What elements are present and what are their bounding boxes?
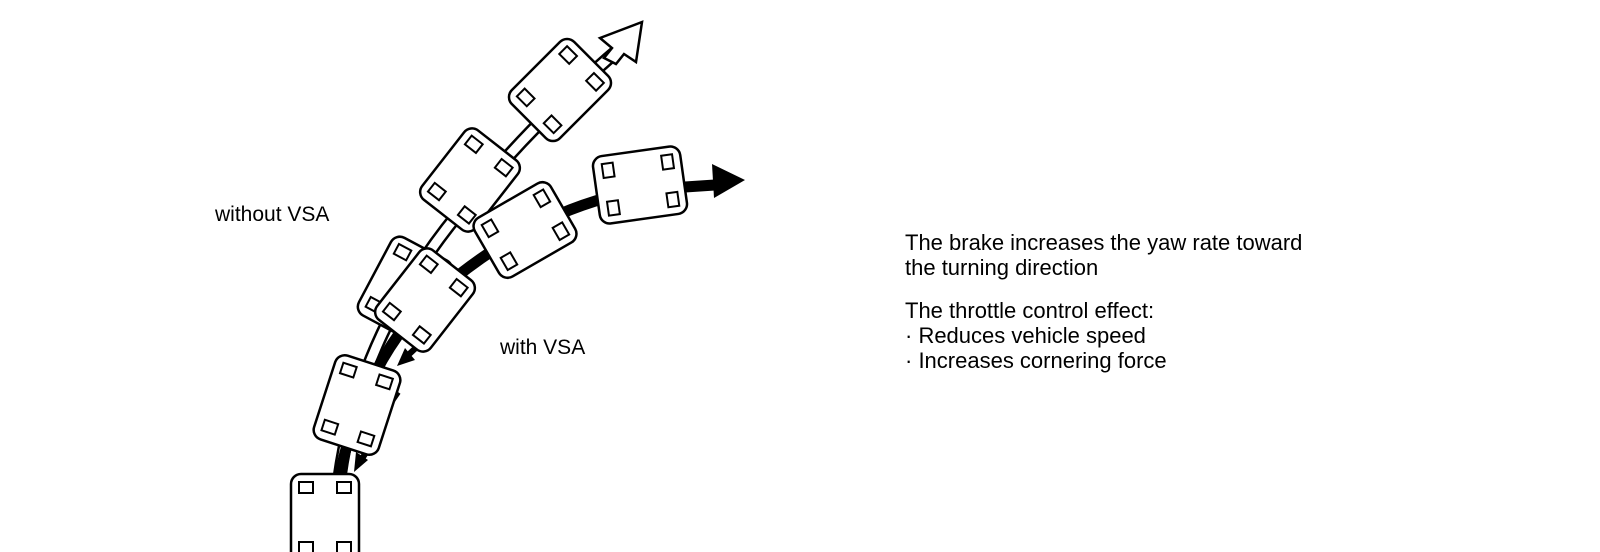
throttle-item: · Increases cornering force xyxy=(905,348,1167,373)
with-vsa-arrowhead xyxy=(712,164,745,198)
car-without-vsa-5 xyxy=(503,33,617,147)
car-start xyxy=(289,472,361,552)
with-vsa-label: with VSA xyxy=(500,336,586,359)
brake-effect-line-2: the turning direction xyxy=(905,255,1099,280)
throttle-item: · Reduces vehicle speed xyxy=(905,323,1146,348)
without-vsa-label: without VSA xyxy=(215,203,330,226)
throttle-heading: The throttle control effect: xyxy=(905,298,1155,323)
without-vsa-arrowhead xyxy=(597,20,644,66)
description-block: The brake increases the yaw rate toward … xyxy=(905,230,1302,373)
car-with-vsa-5 xyxy=(590,143,690,227)
brake-effect-line-1: The brake increases the yaw rate toward xyxy=(905,230,1303,255)
car-position-2 xyxy=(309,351,405,459)
